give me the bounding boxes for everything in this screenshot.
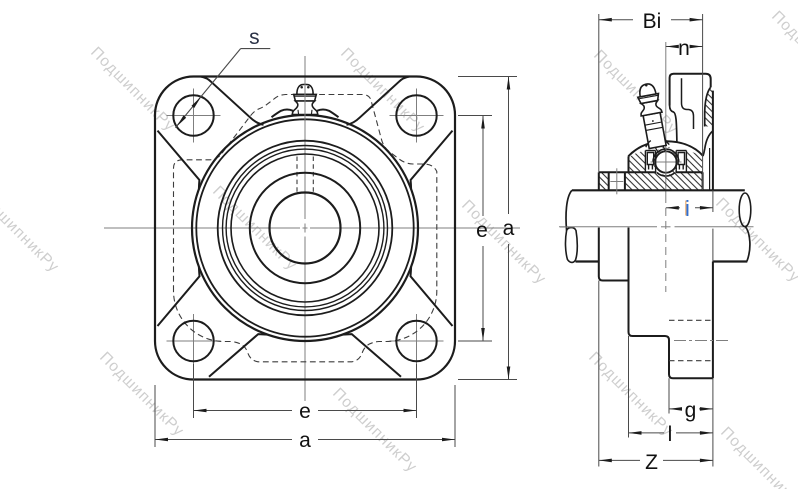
svg-text:g: g bbox=[685, 399, 697, 422]
svg-text:l: l bbox=[668, 423, 673, 446]
svg-text:n: n bbox=[678, 37, 690, 60]
svg-text:a: a bbox=[299, 429, 311, 452]
svg-text:e: e bbox=[299, 400, 311, 423]
svg-text:a: a bbox=[503, 217, 515, 240]
svg-text:e: e bbox=[476, 219, 488, 242]
svg-text:s: s bbox=[249, 26, 260, 49]
svg-text:Bi: Bi bbox=[643, 10, 662, 33]
svg-text:i: i bbox=[685, 196, 690, 221]
svg-text:Z: Z bbox=[645, 451, 658, 474]
